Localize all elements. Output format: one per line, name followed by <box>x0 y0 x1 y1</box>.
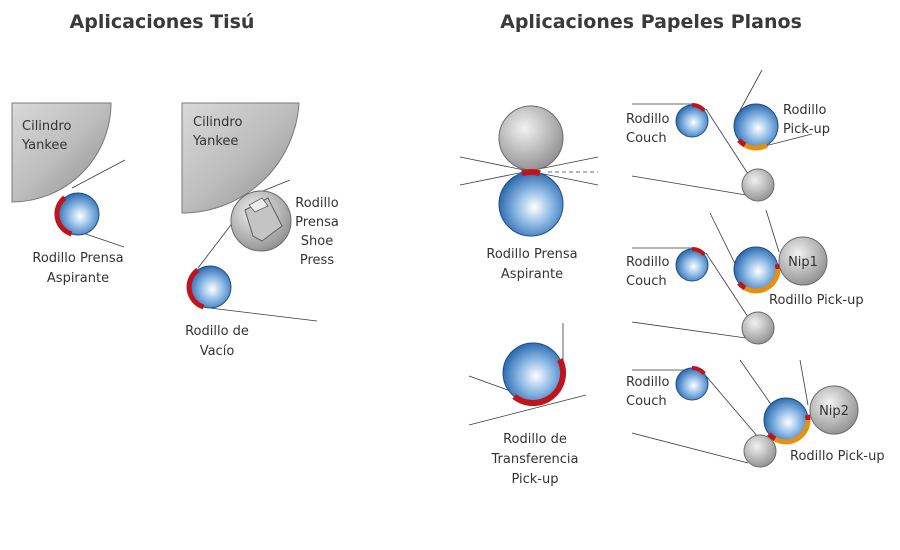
yankee-label-right-1: Cilindro <box>193 115 242 130</box>
flat-row2-group: Nip1 Rodillo Couch Rodillo Pick-up <box>626 209 864 345</box>
pickup-label-1a: Rodillo <box>783 103 826 118</box>
yankee-label-left-2: Yankee <box>21 138 67 153</box>
flat-suction-press-group: Rodillo Prensa Aspirante <box>459 105 599 282</box>
pickup-label-1b: Pick-up <box>783 122 830 137</box>
transfer-pickup-label-1: Rodillo de <box>503 432 567 447</box>
nip2-label: Nip2 <box>819 404 849 419</box>
flat-row1-group: Rodillo Couch Rodillo Pick-up <box>626 69 830 202</box>
suction-press-roll-flat <box>498 171 564 237</box>
pickup-label-2: Rodillo Pick-up <box>769 293 864 308</box>
tissue-shoe-press-group: Cilindro Yankee Rodillo Prensa Shoe Pres… <box>181 102 339 359</box>
couch-label-2b: Couch <box>626 274 667 289</box>
nip2-roll <box>809 385 859 435</box>
yankee-cylinder-left <box>11 102 112 203</box>
transfer-pickup-label-2: Transferencia <box>491 452 579 467</box>
flat-transfer-pickup-group: Rodillo de Transferencia Pick-up <box>468 323 587 487</box>
shoe-press-label-4: Press <box>300 253 334 268</box>
flat-suction-press-label-2: Aspirante <box>501 267 563 282</box>
nip1-label: Nip1 <box>788 255 818 270</box>
shoe-press-label-1: Rodillo <box>295 196 338 211</box>
shoe-press-label-2: Prensa <box>295 215 339 230</box>
couch-label-1a: Rodillo <box>626 112 669 127</box>
title-tissue: Aplicaciones Tisú <box>70 11 255 33</box>
transfer-pickup-label-3: Pick-up <box>511 472 558 487</box>
tissue-suction-press-group: Cilindro Yankee Rodillo Prensa Aspirante <box>11 102 126 286</box>
suction-press-label-1: Rodillo Prensa <box>32 251 123 266</box>
pickup-label-3: Rodillo Pick-up <box>790 449 885 464</box>
flat-suction-press-label-1: Rodillo Prensa <box>486 247 577 262</box>
couch-label-2a: Rodillo <box>626 255 669 270</box>
title-flat-papers: Aplicaciones Papeles Planos <box>500 11 802 33</box>
yankee-label-right-2: Yankee <box>192 134 238 149</box>
couch-label-3a: Rodillo <box>626 375 669 390</box>
suction-press-label-2: Aspirante <box>47 271 109 286</box>
nip1-roll <box>778 236 828 286</box>
yankee-cylinder-right <box>181 102 300 214</box>
couch-label-3b: Couch <box>626 394 667 409</box>
couch-label-1b: Couch <box>626 131 667 146</box>
felt-roll-2 <box>741 311 775 345</box>
vacuum-roll-label-1: Rodillo de <box>185 324 249 339</box>
felt-roll-1 <box>741 168 775 202</box>
felt-roll-3 <box>743 434 777 468</box>
upper-press-roll <box>498 105 564 171</box>
vacuum-roll-label-2: Vacío <box>200 344 235 359</box>
shoe-press-label-3: Shoe <box>301 234 333 249</box>
yankee-label-left-1: Cilindro <box>22 119 71 134</box>
flat-row3-group: Nip2 Rodillo Couch Rodillo Pick-up <box>626 359 885 468</box>
